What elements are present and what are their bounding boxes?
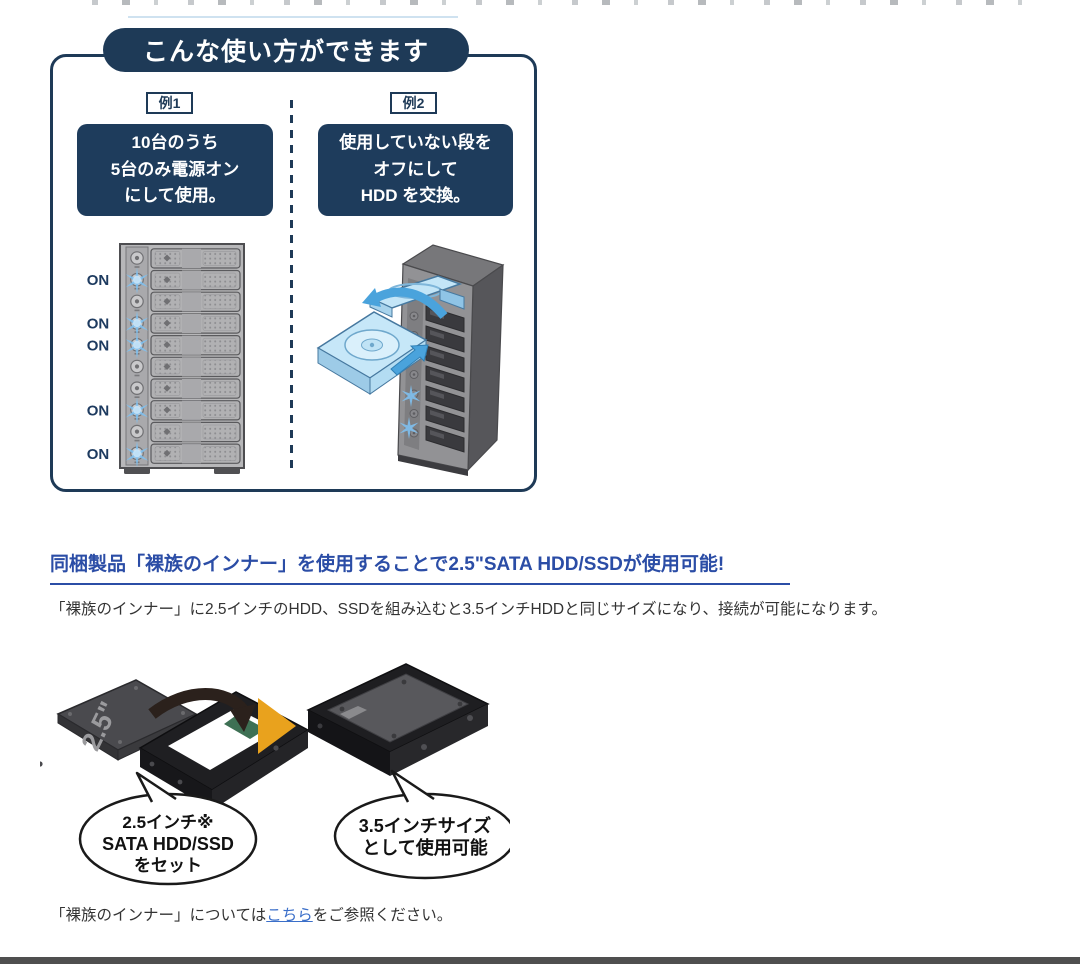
bubble-left-line3: をセット [134, 856, 202, 875]
inner-section-heading: 同梱製品「裸族のインナー」を使用することで2.5"SATA HDD/SSDが使用… [50, 549, 790, 585]
insert-arrow [390, 344, 429, 376]
tower-bays: ON ON ON ON ON [87, 248, 241, 468]
svg-text:ON: ON [87, 337, 110, 354]
kochira-link[interactable]: こちら [266, 907, 313, 924]
example-divider [290, 100, 293, 472]
example2-line1: 使用していない段を [339, 132, 492, 152]
clipped-text-remnant [92, 0, 1037, 5]
bubble-set-ssd: 2.5インチ※ SATA HDD/SSD をセット [78, 771, 258, 886]
power-on-sparkle [401, 385, 421, 407]
example2-tag: 例2 [390, 92, 437, 114]
note-prefix: 「裸族のインナー」については [50, 907, 267, 924]
example1-line1: 10台のうち [131, 132, 219, 152]
svg-text:ON: ON [87, 402, 110, 419]
note-suffix: をご参照ください。 [312, 907, 453, 924]
bubble-left-line1: 2.5インチ※ [122, 813, 213, 832]
example2-line2: オフにして [373, 159, 458, 179]
set-in-arrow [148, 688, 248, 719]
svg-text:ON: ON [87, 272, 110, 289]
feature-box-title: こんな使い方ができます [142, 38, 429, 66]
swap-out-arrow [373, 287, 448, 319]
inner-adapter-illustration: 2.5" [40, 663, 510, 886]
example1-description: 10台のうち 5台のみ電源オン にして使用。 [77, 124, 273, 216]
feature-box-title-banner: こんな使い方ができます [103, 28, 469, 72]
clipped-underline-remnant [128, 16, 458, 18]
example1-line3: にして使用。 [124, 186, 226, 206]
power-on-sparkle [399, 417, 419, 439]
example1-tag: 例1 [146, 92, 193, 114]
assembled-unit [306, 663, 490, 776]
svg-text:ON: ON [87, 446, 110, 463]
bubble-right-line1: 3.5インチサイズ [359, 815, 491, 836]
tower-power-illustration: ON ON ON ON ON [87, 243, 245, 474]
example1-line2: 5台のみ電源オン [110, 159, 240, 179]
hdd-swap-illustration [316, 244, 505, 476]
ssd-2-5-inch: 2.5" [56, 679, 198, 761]
inner-section-body: 「裸族のインナー」に2.5インチのHDD、SSDを組み込むと3.5インチHDDと… [50, 601, 887, 618]
example2-description: 使用していない段を オフにして HDD を交換。 [318, 124, 513, 216]
inner-note: 「裸族のインナー」についてはこちらをご参照ください。 [50, 903, 452, 925]
example2-tag-label: 例2 [402, 95, 425, 111]
svg-text:ON: ON [87, 316, 110, 333]
bubble-use-as-3-5: 3.5インチサイズ として使用可能 [333, 769, 510, 880]
bubble-right-line2: として使用可能 [362, 837, 487, 858]
bottom-bar [0, 957, 1080, 964]
example2-line3: HDD を交換。 [360, 186, 471, 206]
bubble-left-line2: SATA HDD/SSD [102, 834, 234, 854]
step-arrow [258, 698, 296, 754]
example1-tag-label: 例1 [158, 95, 181, 111]
